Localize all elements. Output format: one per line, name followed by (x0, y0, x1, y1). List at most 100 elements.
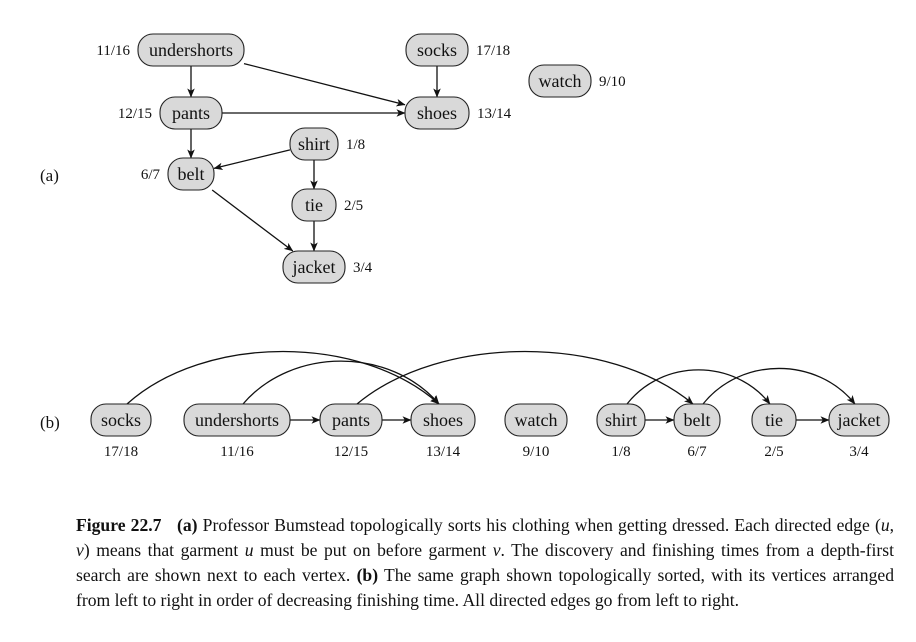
vertex-shape (828, 403, 890, 437)
part-b-label: (b) (40, 413, 60, 432)
graph-a-edges (187, 62, 441, 252)
vertex-time: 6/7 (687, 444, 707, 460)
vertex-shirt: shirt (289, 127, 339, 161)
vertex-time: 2/5 (764, 444, 783, 460)
vertex-jacket: jacket (282, 250, 346, 284)
edge-belt-jacket (211, 189, 294, 252)
vertex-shape (504, 403, 568, 437)
vertex-belt: belt (167, 157, 215, 191)
vertex-time: 13/14 (426, 444, 461, 460)
vertex-time: 1/8 (611, 444, 630, 460)
vertex-label: shirt (298, 134, 330, 154)
caption-text: means that garment (89, 540, 245, 560)
caption-text: The same graph shown topologically sorte… (76, 565, 894, 610)
vertex-time: 12/15 (118, 106, 152, 122)
vertex-time: 1/8 (346, 137, 365, 153)
vertex-time: 2/5 (344, 198, 363, 214)
vertex-shape (289, 127, 339, 161)
sorted-vertex-belt: belt (673, 403, 721, 437)
vertex-time: 12/15 (334, 444, 368, 460)
vertex-label: shirt (605, 410, 637, 430)
sorted-vertex-pants: pants (319, 403, 383, 437)
graph-b-edges (126, 350, 856, 424)
vertex-label: undershorts (195, 410, 279, 430)
vertex-time: 11/16 (96, 43, 130, 59)
vertex-time: 9/10 (523, 444, 550, 460)
vertex-shape (159, 96, 223, 130)
sorted-vertex-jacket: jacket (828, 403, 890, 437)
vertex-label: watch (515, 410, 558, 430)
vertex-shape (319, 403, 383, 437)
edge-undershorts-shoes (242, 360, 440, 405)
vertex-shape (410, 403, 476, 437)
sorted-vertex-shoes: shoes (410, 403, 476, 437)
vertex-time: 11/16 (220, 444, 254, 460)
vertex-label: socks (417, 40, 457, 60)
vertex-shape (90, 403, 152, 437)
var-u: u (244, 540, 254, 560)
sorted-vertex-shirt: shirt (596, 403, 646, 437)
vertex-time: 17/18 (476, 43, 510, 59)
sorted-vertex-undershorts: undershorts (183, 403, 291, 437)
vertex-shape (673, 403, 721, 437)
edge-notation-open: ( (874, 515, 881, 535)
vertex-time: 9/10 (599, 74, 626, 90)
vertex-shape (596, 403, 646, 437)
vertex-label: belt (178, 164, 205, 184)
var-v: v (492, 540, 501, 560)
caption-text: . The discovery and finishing times from… (76, 540, 894, 585)
vertex-time: 13/14 (477, 106, 512, 122)
vertex-socks: socks (405, 33, 469, 67)
vertex-label: undershorts (149, 40, 233, 60)
caption-text: Professor Bumstead topologically sorts h… (197, 515, 875, 535)
graph-a-vertices: undershorts 11/16 pants 12/15 belt 6/7 shirt 1/… (96, 33, 626, 284)
vertex-time: 3/4 (849, 444, 869, 460)
edge-shirt-belt (213, 149, 291, 171)
sorted-vertex-tie: tie (751, 403, 797, 437)
vertex-label: jacket (837, 410, 881, 430)
edge-shirt-tie (626, 369, 771, 405)
var-u: u (880, 515, 890, 535)
vertex-label: tie (765, 410, 783, 430)
graph-b-vertices: socks 17/18 undershorts 11/16 pants 12/15 shoe… (90, 403, 890, 460)
vertex-shape (282, 250, 346, 284)
vertex-time: 6/7 (141, 167, 161, 183)
figure-caption: Figure 22.7 (a) Professor Bumstead topol… (76, 513, 894, 613)
vertex-shape (405, 33, 469, 67)
edge-undershorts-shoes (243, 62, 406, 107)
vertex-label: watch (539, 71, 582, 91)
vertex-shape (183, 403, 291, 437)
caption-part-b: (b) (356, 565, 379, 585)
vertex-shape (751, 403, 797, 437)
vertex-label: pants (172, 103, 210, 123)
vertex-pants: pants (159, 96, 223, 130)
vertex-time: 3/4 (353, 260, 373, 276)
edge-socks-shoes (126, 350, 440, 405)
edge-belt-jacket (702, 367, 856, 405)
topological-sort-diagram: (a) (b) undershorts 11/16 pants 12/15 belt 6/… (40, 33, 890, 460)
part-a-label: (a) (40, 166, 59, 185)
vertex-shape (291, 188, 337, 222)
caption-part-a: (a) (177, 515, 198, 535)
caption-figure-number: Figure 22.7 (76, 515, 162, 535)
sorted-vertex-watch: watch (504, 403, 568, 437)
vertex-shape (404, 96, 470, 130)
vertex-tie: tie (291, 188, 337, 222)
vertex-time: 17/18 (104, 444, 138, 460)
edge-notation-sep: , (889, 515, 895, 535)
vertex-shape (528, 64, 592, 98)
vertex-watch: watch (528, 64, 592, 98)
vertex-label: shoes (417, 103, 457, 123)
vertex-label: socks (101, 410, 141, 430)
vertex-shape (137, 33, 245, 67)
vertex-label: pants (332, 410, 370, 430)
vertex-label: jacket (292, 257, 336, 277)
var-v: v (76, 540, 84, 560)
vertex-undershorts: undershorts (137, 33, 245, 67)
vertex-label: shoes (423, 410, 463, 430)
caption-text: must be put on before garment (253, 540, 493, 560)
vertex-shape (167, 157, 215, 191)
vertex-shoes: shoes (404, 96, 470, 130)
vertex-label: belt (684, 410, 711, 430)
sorted-vertex-socks: socks (90, 403, 152, 437)
